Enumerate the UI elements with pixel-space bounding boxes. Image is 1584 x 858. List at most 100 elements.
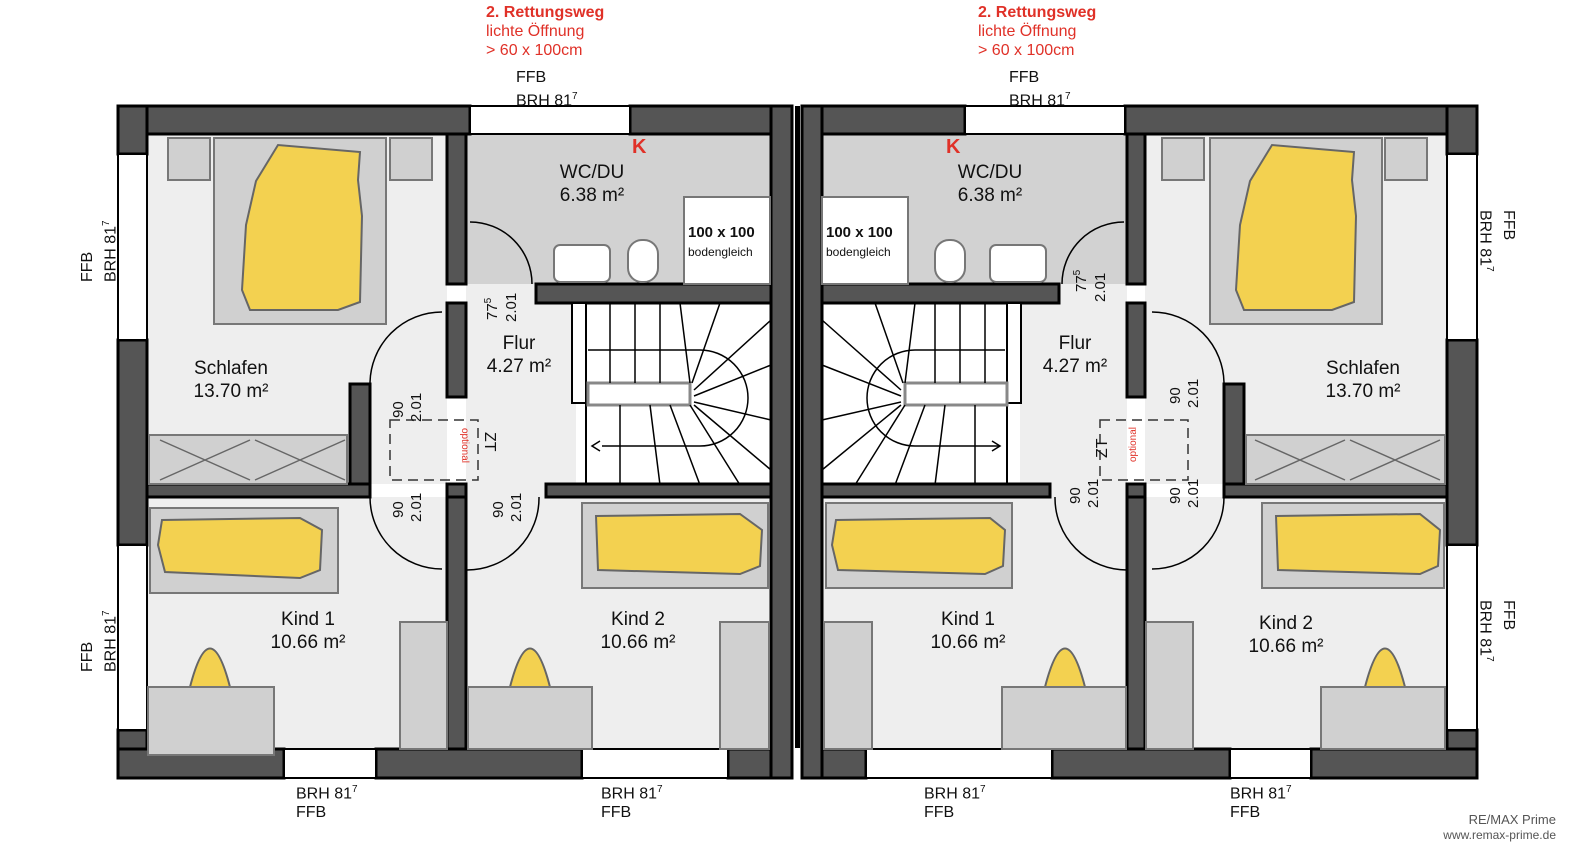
brh-sup: 7 [1484, 656, 1495, 662]
door-width: 90 [390, 501, 407, 518]
window-label-top-right: FFB BRH 817 [1009, 68, 1071, 110]
window-label-side-left-top: FFB BRH 817 [78, 220, 120, 282]
room-area: 13.70 m² [193, 381, 269, 402]
rescue-line1: lichte Öffnung [486, 23, 585, 40]
brh-label: BRH 81 [1009, 92, 1066, 110]
room-name: Flur [502, 333, 536, 354]
ffb-label: FFB [1009, 69, 1040, 86]
door-width-sup: 5 [483, 297, 494, 304]
room-area: 10.66 m² [270, 632, 346, 653]
room-area: 4.27 m² [486, 356, 552, 377]
door-width: 77 [484, 303, 501, 320]
door-dim-bath-left: 775 [483, 298, 501, 320]
walls-left-unit [116, 104, 794, 780]
brh-sup: 7 [1286, 784, 1292, 795]
door-height: 2.01 [503, 292, 520, 322]
zt-label-right: ZT [1094, 438, 1111, 458]
ffb-label: FFB [296, 804, 327, 822]
brh-label: BRH 81 [924, 785, 981, 803]
room-area: 4.27 m² [1042, 356, 1108, 377]
room-name: Kind 2 [1259, 613, 1313, 634]
furniture-left [147, 137, 771, 756]
door-dim-bedroom-right: 90 [1167, 387, 1184, 404]
room-bath-left: WC/DU 6.38 m² [560, 161, 624, 207]
door-width-sup: 5 [1072, 269, 1083, 276]
brh-sup: 7 [657, 784, 663, 795]
room-kid2-right: Kind 2 10.66 m² [1249, 612, 1324, 658]
brh-label: BRH 81 [102, 615, 120, 672]
door-height: 2.01 [508, 492, 525, 522]
door-dim-bath-right: 775 [1072, 270, 1090, 292]
room-area: 6.38 m² [957, 185, 1023, 206]
door-width: 90 [1067, 487, 1084, 504]
brh-label: BRH 81 [296, 785, 353, 803]
room-name: Schlafen [194, 358, 268, 379]
rescue-line1: lichte Öffnung [978, 23, 1077, 40]
room-area: 10.66 m² [1248, 636, 1324, 657]
window-label-side-left-bottom: FFB BRH 817 [78, 610, 120, 672]
staircase-left [586, 302, 772, 486]
ffb-label: FFB [1230, 804, 1261, 822]
window-label-top-left: FFB BRH 817 [516, 68, 578, 110]
watermark-url: www.remax-prime.de [1443, 828, 1556, 842]
window-label-bottom-1: BRH 817 FFB [296, 780, 358, 822]
room-name: Kind 1 [941, 609, 995, 630]
optional-note-right: optional [1128, 426, 1139, 462]
walls-right-unit [800, 104, 1479, 780]
zt-label-left: ZT [481, 432, 498, 452]
room-name: WC/DU [957, 162, 1023, 183]
rescue-title: 2. Rettungsweg [978, 4, 1097, 21]
door-width: 90 [390, 401, 407, 418]
brh-label: BRH 81 [601, 785, 658, 803]
ffb-label: FFB [601, 804, 632, 822]
shower-size: 100 x 100 [688, 224, 755, 241]
window-label-side-right-bottom: FFB BRH 817 [1476, 600, 1518, 662]
window-label-bottom-2: BRH 817 FFB [601, 780, 663, 822]
ffb-label: FFB [924, 804, 955, 822]
party-wall [795, 106, 800, 748]
brh-label: BRH 81 [516, 92, 573, 110]
watermark-brand: RE/MAX Prime [1468, 812, 1556, 827]
room-bath-right: WC/DU 6.38 m² [958, 161, 1022, 207]
door-width: 77 [1073, 275, 1090, 292]
shower-type: bodengleich [688, 245, 753, 259]
room-bedroom-left: Schlafen 13.70 m² [194, 357, 269, 403]
room-kid1-right: Kind 1 10.66 m² [931, 608, 1006, 654]
door-width: 90 [490, 501, 507, 518]
staircase-right [821, 302, 1009, 486]
room-name: Flur [1058, 333, 1092, 354]
door-dim-kid1-left: 90 [390, 501, 407, 518]
window-label-bottom-3: BRH 817 FFB [924, 780, 986, 822]
door-height: 2.01 [1185, 478, 1202, 508]
rescue-line2: > 60 x 100cm [978, 42, 1075, 59]
room-area: 6.38 m² [559, 185, 625, 206]
room-area: 13.70 m² [1325, 381, 1401, 402]
brh-sup: 7 [101, 220, 112, 226]
room-hall-left: Flur 4.27 m² [487, 332, 551, 378]
door-swings [369, 221, 1225, 571]
brh-sup: 7 [101, 610, 112, 616]
door-width: 90 [1167, 487, 1184, 504]
brh-sup: 7 [572, 91, 578, 102]
rescue-line2: > 60 x 100cm [486, 42, 583, 59]
ffb-label: FFB [1500, 210, 1517, 241]
door-dim-kid2-right: 90 [1167, 487, 1184, 504]
door-width: 90 [1167, 387, 1184, 404]
door-height: 2.01 [408, 392, 425, 422]
shower-size: 100 x 100 [826, 224, 893, 241]
brh-sup: 7 [980, 784, 986, 795]
brh-sup: 7 [1065, 91, 1071, 102]
room-name: WC/DU [559, 162, 625, 183]
rescue-note-right: 2. Rettungsweg lichte Öffnung > 60 x 100… [978, 4, 1096, 60]
door-height: 2.01 [1185, 378, 1202, 408]
brh-label: BRH 81 [1230, 785, 1287, 803]
optional-door-left [389, 419, 479, 481]
window-label-bottom-4: BRH 817 FFB [1230, 780, 1292, 822]
brh-label: BRH 81 [102, 225, 120, 282]
ffb-label: FFB [79, 251, 96, 282]
door-dim-kid2-left: 90 [490, 501, 507, 518]
brh-sup: 7 [1484, 266, 1495, 272]
door-dim-bedroom-left: 90 [390, 401, 407, 418]
rescue-title: 2. Rettungsweg [486, 4, 605, 21]
